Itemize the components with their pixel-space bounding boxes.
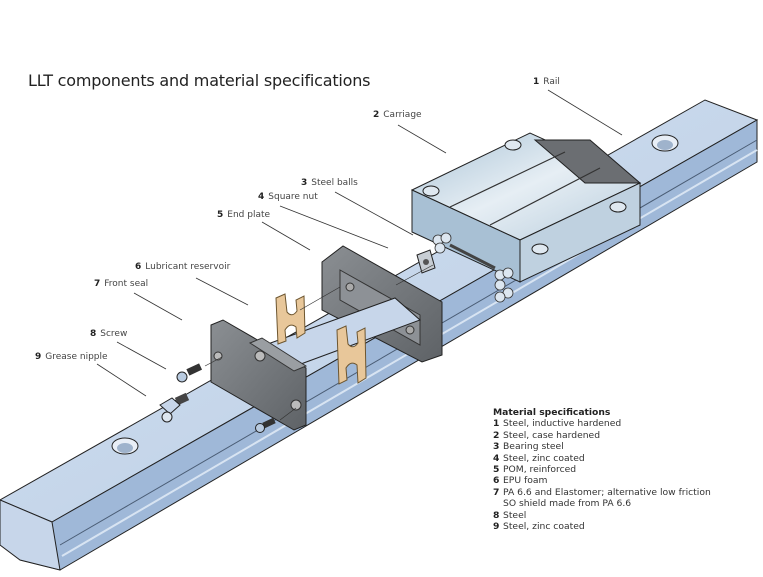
leader-grease-nipple: [96, 363, 147, 397]
spec-text: Steel: [503, 509, 527, 521]
callout-number: 3: [301, 178, 308, 188]
spec-number: 8: [493, 509, 500, 521]
leader-end-plate: [261, 221, 311, 251]
carriage: [410, 132, 642, 283]
square-nut: [416, 249, 436, 274]
leader-square-nut: [279, 205, 389, 249]
spec-number: 7: [493, 486, 500, 498]
spec-number: 1: [493, 418, 500, 430]
callout-label: Rail: [543, 77, 560, 87]
spec-number: 3: [493, 441, 500, 453]
callout-label: Grease nipple: [45, 352, 108, 362]
spec-text: PA 6.6 and Elastomer; alternative low fr…: [503, 486, 711, 498]
leader-lines: [96, 89, 623, 397]
callout-label: Steel balls: [311, 178, 358, 188]
callout-label: Lubricant reservoir: [145, 262, 231, 272]
leader-rail: [547, 89, 623, 136]
callout-label: Carriage: [383, 110, 422, 120]
callout-number: 5: [217, 210, 224, 220]
steel-balls: [432, 232, 514, 303]
callout-number: 7: [94, 279, 101, 289]
spec-number: 5: [493, 464, 500, 476]
leader-screw: [116, 341, 167, 370]
callout-number: 1: [533, 77, 540, 87]
callout-number: 2: [373, 110, 380, 120]
grease-nipple: [159, 392, 190, 423]
callout-label: Screw: [100, 329, 128, 339]
spec-number: 9: [493, 521, 500, 533]
spec-number: 6: [493, 475, 500, 487]
assembly-guide-lines: [204, 264, 434, 421]
spec-text: POM, reinforced: [503, 464, 577, 476]
leader-steel-balls: [334, 191, 414, 236]
spec-text-continuation: SO shield made from PA 6.6: [503, 498, 632, 510]
callout-label: Square nut: [268, 192, 318, 202]
spec-text: Steel, zinc coated: [503, 452, 585, 464]
leader-front-seal: [133, 292, 183, 321]
leader-carriage: [397, 124, 447, 154]
spec-text: Steel, zinc coated: [503, 521, 585, 533]
spec-text: EPU foam: [503, 475, 548, 487]
callout-number: 9: [35, 352, 42, 362]
lubricant-reservoir: [275, 293, 367, 385]
screw: [176, 363, 276, 433]
spec-text: Bearing steel: [503, 441, 564, 453]
spec-number: 2: [493, 429, 500, 441]
callout-number: 8: [90, 329, 97, 339]
callout-number: 4: [258, 192, 265, 202]
spec-text: Steel, case hardened: [503, 429, 601, 441]
spec-number: 4: [493, 452, 500, 464]
callout-label: End plate: [227, 210, 271, 220]
specs-heading: Material specifications: [493, 407, 611, 418]
spec-text: Steel, inductive hardened: [503, 418, 622, 430]
front-seal: [210, 319, 308, 431]
leader-lubricant-reservoir: [195, 277, 249, 306]
callout-label: Front seal: [104, 279, 149, 289]
diagram-title: LLT components and material specificatio…: [28, 71, 371, 90]
callout-number: 6: [135, 262, 142, 272]
